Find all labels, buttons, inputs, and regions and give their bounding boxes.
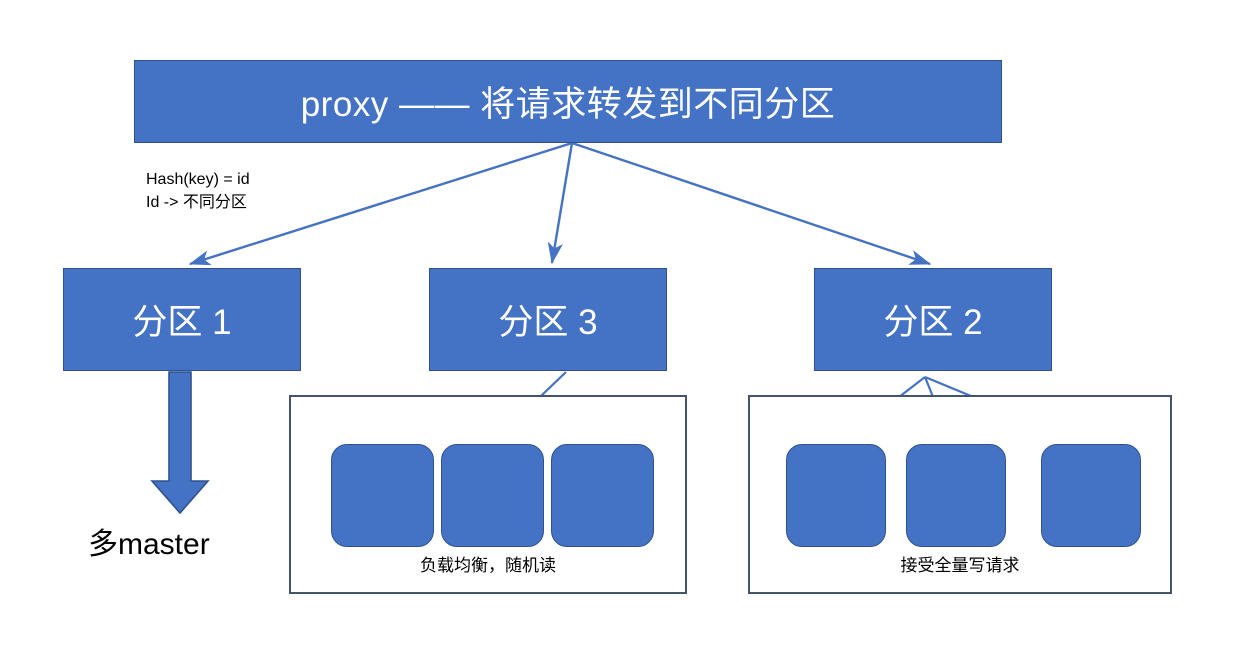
- connector-proxy-to-partition-3: [547, 142, 574, 265]
- partition-2-box[interactable]: 分区 2: [814, 268, 1052, 371]
- connector-proxy-to-partition-2: [571, 141, 932, 266]
- partition-1-label: 分区 1: [132, 303, 232, 342]
- read-node-3[interactable]: [551, 444, 654, 547]
- partition-2-label: 分区 2: [883, 303, 983, 342]
- proxy-box-label: proxy —— 将请求转发到不同分区: [300, 85, 836, 124]
- read-node-2[interactable]: [441, 444, 544, 547]
- block-arrow-partition-1-to-master: [150, 371, 210, 515]
- write-node-1[interactable]: [786, 444, 886, 547]
- write-node-3[interactable]: [1041, 444, 1141, 547]
- write-node-2[interactable]: [906, 444, 1006, 547]
- read-group-caption: 负载均衡，随机读: [420, 556, 556, 575]
- hash-annotation-line-2: Id -> 不同分区: [146, 194, 247, 212]
- partition-3-box[interactable]: 分区 3: [429, 268, 667, 371]
- partition-3-label: 分区 3: [498, 303, 598, 342]
- hash-annotation: Hash(key) = id Id -> 不同分区: [146, 168, 250, 214]
- partition-1-box[interactable]: 分区 1: [63, 268, 301, 371]
- write-group-caption: 接受全量写请求: [900, 556, 1020, 575]
- proxy-box[interactable]: proxy —— 将请求转发到不同分区: [134, 60, 1002, 143]
- multi-master-label: 多master: [88, 528, 210, 561]
- read-node-1[interactable]: [331, 444, 434, 547]
- hash-annotation-line-1: Hash(key) = id: [146, 171, 250, 188]
